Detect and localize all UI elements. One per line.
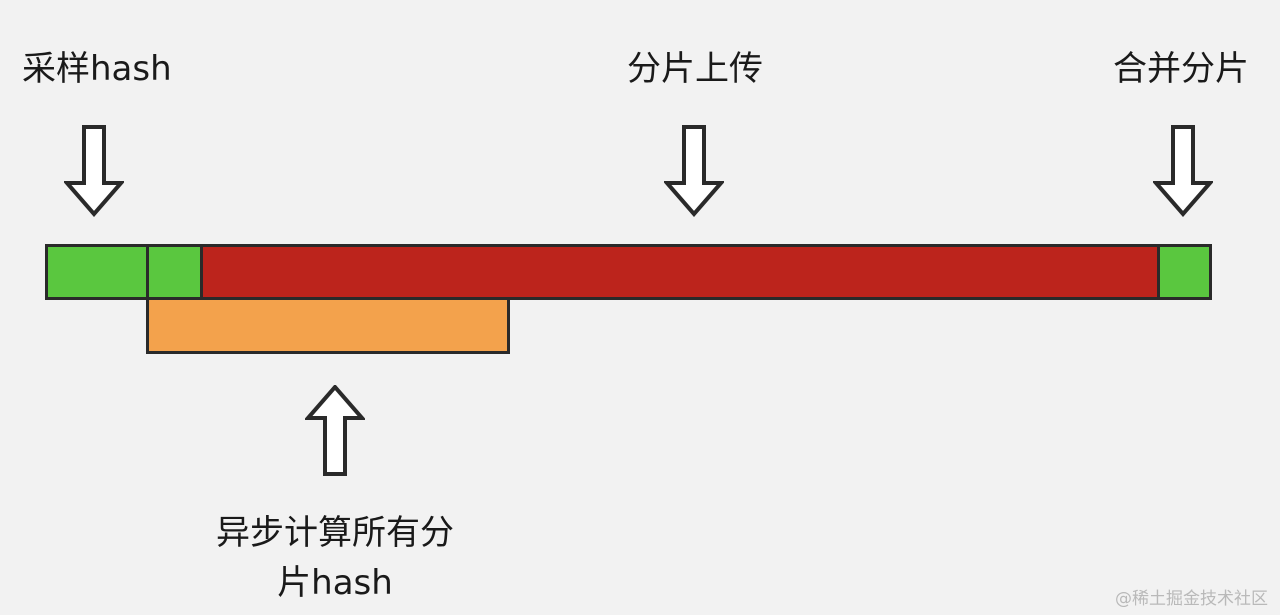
sampled-chunk-last <box>1157 244 1212 300</box>
label-async-hash-line2: 片hash <box>277 563 393 603</box>
down-arrow-icon <box>64 125 124 217</box>
sampled-chunk-first <box>45 244 149 300</box>
async-hash-range <box>146 297 510 354</box>
label-async-hash-line1: 异步计算所有分 <box>216 513 454 553</box>
label-chunk-upload: 分片上传 <box>627 49 763 89</box>
down-arrow-icon <box>664 125 724 217</box>
label-merge-chunks: 合并分片 <box>1113 49 1249 89</box>
sampled-chunk-second <box>146 244 203 300</box>
up-arrow-icon <box>305 385 365 477</box>
uploading-chunks <box>200 244 1160 300</box>
down-arrow-icon <box>1153 125 1213 217</box>
label-async-hash: 异步计算所有分 片hash <box>216 508 454 608</box>
watermark: @稀土掘金技术社区 <box>1115 589 1268 609</box>
label-sample-hash: 采样hash <box>22 49 172 89</box>
